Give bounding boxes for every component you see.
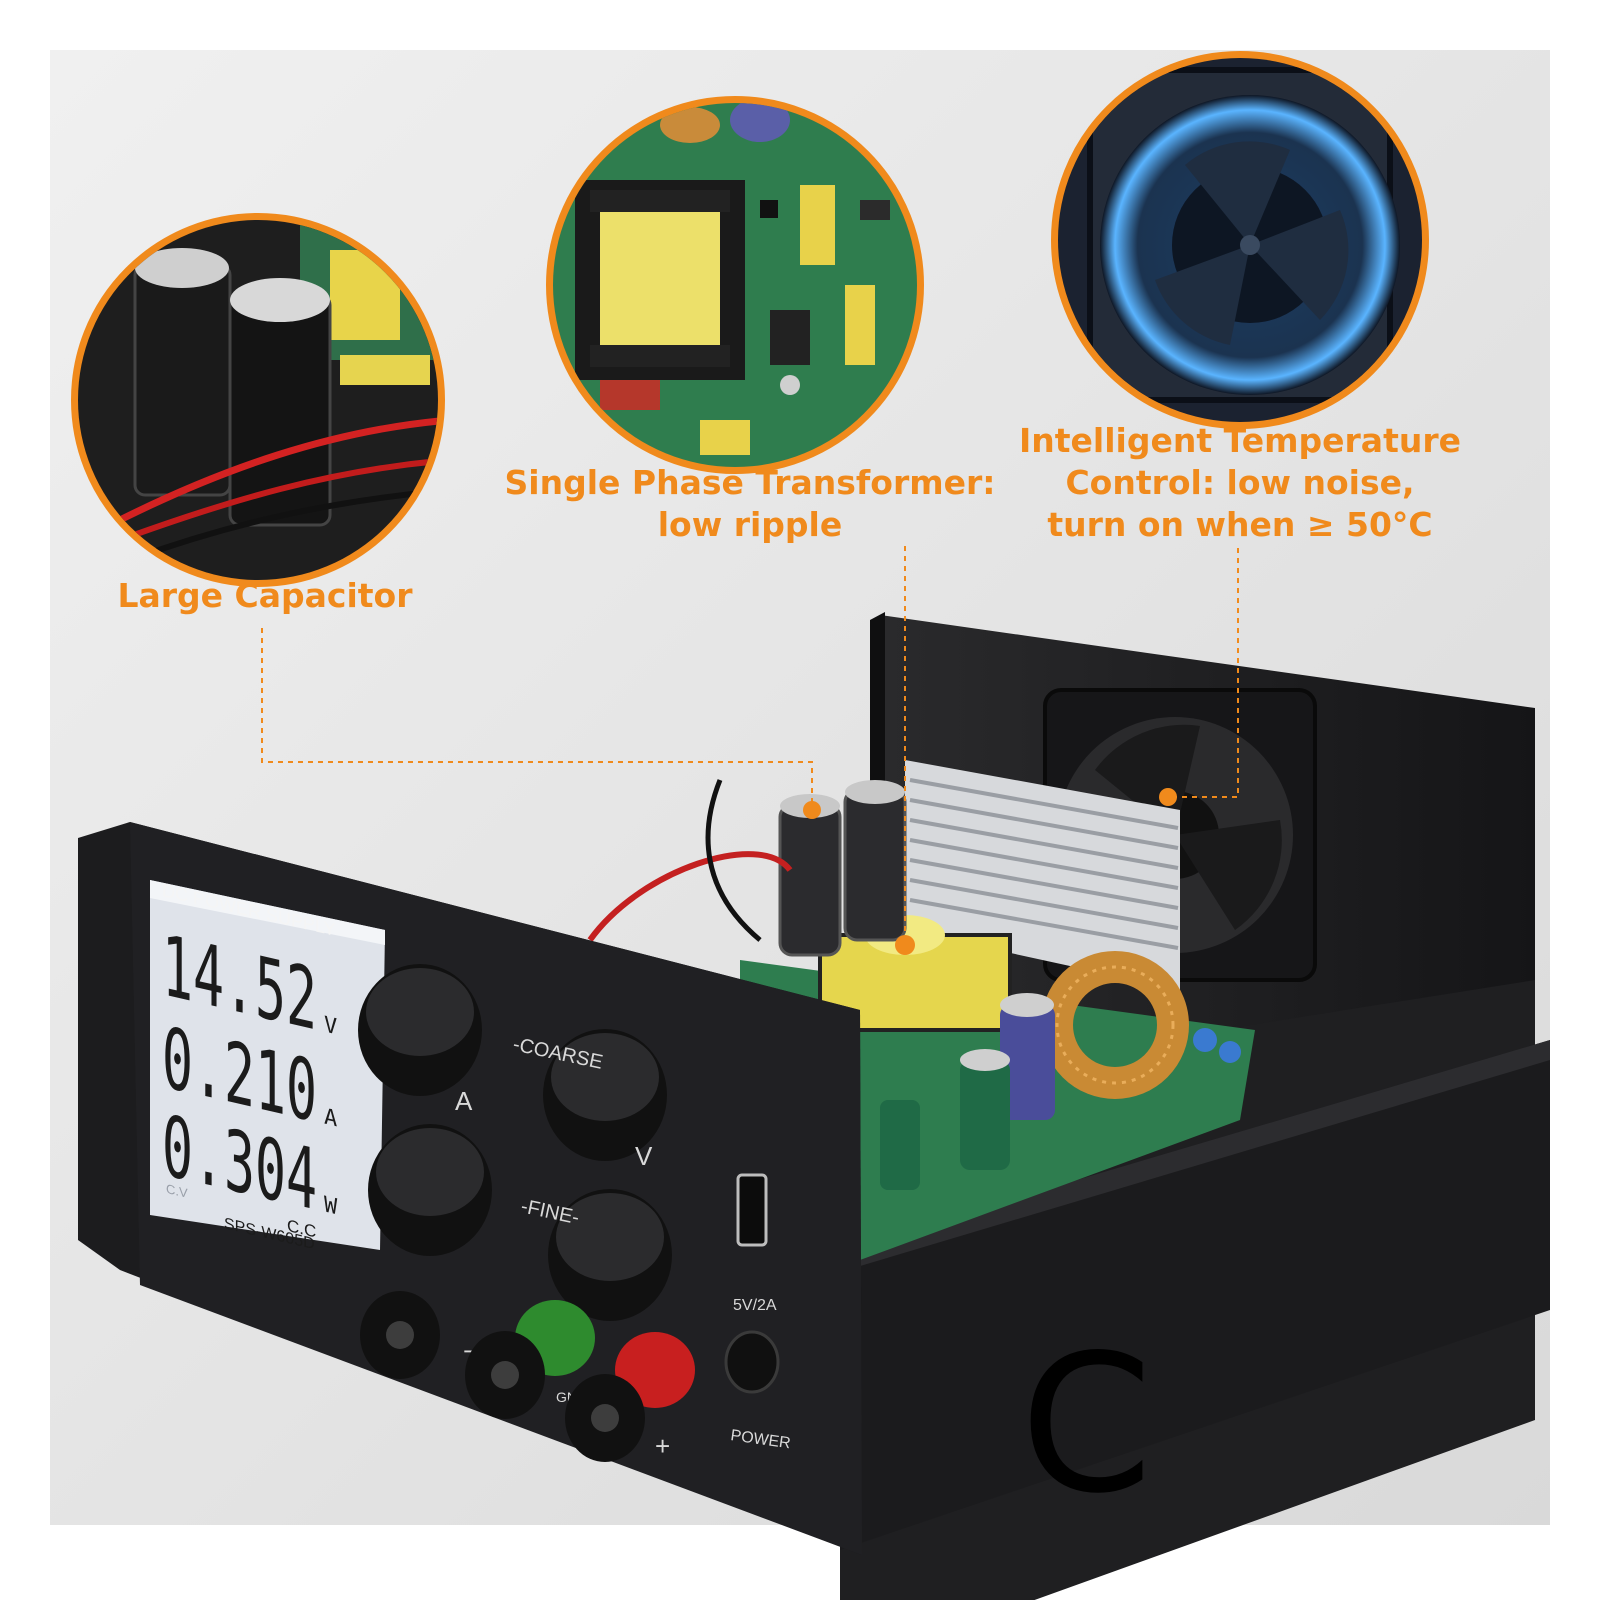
- main-capacitor: [843, 788, 907, 942]
- corner-glyph: C: [1020, 1314, 1153, 1535]
- main-capacitor: [778, 803, 842, 957]
- power-supply-device: [78, 612, 1550, 1600]
- voltage-unit: V: [324, 1012, 337, 1041]
- transformer-callout: Single Phase Transformer: low ripple: [490, 462, 1010, 546]
- fan-callout-line1: Intelligent Temperature: [1019, 421, 1461, 460]
- fan-callout-line2: Control: low noise,: [1065, 463, 1415, 502]
- power-button[interactable]: [724, 1330, 780, 1394]
- transformer-inset: [546, 96, 924, 474]
- binding-posts: [360, 1291, 695, 1462]
- transformer-marker: [895, 935, 915, 955]
- heatsink: [905, 760, 1180, 990]
- capacitor-callout-text: Large Capacitor: [117, 576, 413, 615]
- plus-label: +: [655, 1431, 670, 1461]
- fan-leader: [1172, 548, 1239, 798]
- cv-indicator: C.V: [166, 1181, 188, 1201]
- capacitor-marker: [803, 801, 821, 819]
- current-unit: A: [324, 1104, 338, 1133]
- capacitor-inset: [71, 213, 445, 587]
- usb-port[interactable]: [736, 1173, 768, 1247]
- transformer-callout-line2: low ripple: [657, 505, 843, 544]
- fan-callout-line3: turn on when ≥ 50°C: [1047, 505, 1433, 544]
- pcb-capacitor: [960, 1060, 1010, 1170]
- pcb-capacitor: [1000, 1005, 1055, 1120]
- large-capacitor-callout: Large Capacitor: [95, 575, 435, 617]
- leader-lines: [261, 546, 1239, 940]
- fan-marker: [1159, 788, 1177, 806]
- current-knob-label: A: [455, 1086, 473, 1116]
- power-unit: W: [324, 1192, 338, 1221]
- fan-inset: [1051, 51, 1429, 429]
- lcd-display: [150, 880, 385, 1250]
- voltage-knob-label: V: [635, 1141, 653, 1171]
- transformer-callout-line1: Single Phase Transformer:: [504, 463, 996, 502]
- temperature-control-callout: Intelligent Temperature Control: low noi…: [1005, 420, 1475, 546]
- control-knobs: [358, 964, 672, 1321]
- usb-label: 5V/2A: [733, 1297, 777, 1314]
